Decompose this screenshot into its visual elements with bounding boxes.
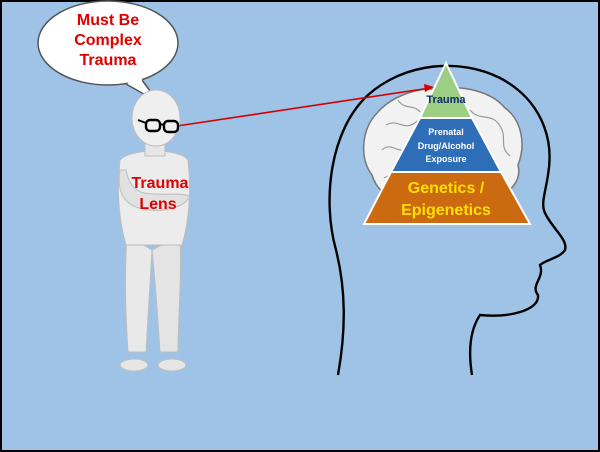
pyramid-middle-line: Drug/Alcohol xyxy=(418,141,475,151)
bubble-line: Must Be xyxy=(77,12,139,29)
lens-label-line: Lens xyxy=(139,196,176,213)
pyramid-bottom-line: Genetics / xyxy=(408,180,485,197)
pyramid-bottom-line: Epigenetics xyxy=(401,202,491,219)
bubble-line: Complex xyxy=(74,32,142,49)
bubble-line: Trauma xyxy=(80,52,137,69)
pyramid-middle-line: Exposure xyxy=(425,154,466,164)
pyramid-middle-line: Prenatal xyxy=(428,127,464,137)
pyramid-top-label: Trauma xyxy=(426,94,466,106)
lens-label-line: Trauma xyxy=(132,175,189,192)
